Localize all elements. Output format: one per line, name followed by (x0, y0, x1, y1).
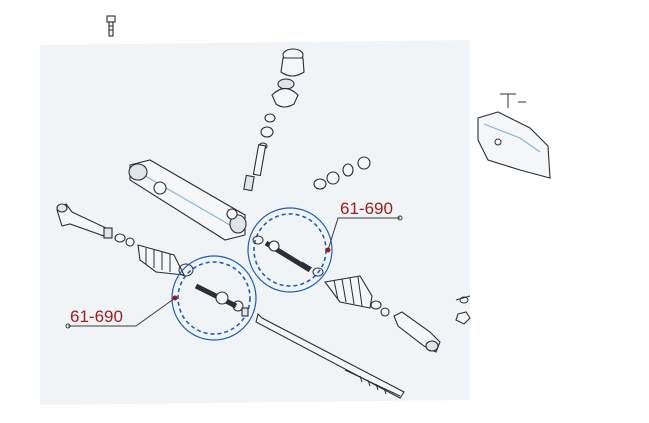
left-tie-rod-end (56, 203, 135, 247)
pinion-boot (271, 48, 305, 108)
pinion-shaft-parts (243, 113, 276, 192)
right-bellows-boot (324, 275, 373, 309)
callout-left: 61-690 (65, 295, 178, 329)
callout-left-label[interactable]: 61-690 (70, 307, 123, 326)
callout-right: 61-690 (325, 199, 403, 253)
right-inner-tie-rod-highlight (247, 207, 333, 293)
callout-right-label[interactable]: 61-690 (340, 199, 393, 218)
adjuster-parts (313, 156, 371, 190)
right-tie-rod-end (370, 300, 441, 353)
cotter-pin-nut (455, 295, 471, 325)
rack-housing (128, 159, 247, 241)
heat-shield (477, 93, 551, 179)
background-panel (40, 40, 470, 405)
rack-bar (255, 312, 405, 399)
left-bellows-boot (137, 244, 194, 277)
mounting-bolt (106, 15, 116, 37)
left-inner-tie-rod-highlight (171, 255, 257, 341)
